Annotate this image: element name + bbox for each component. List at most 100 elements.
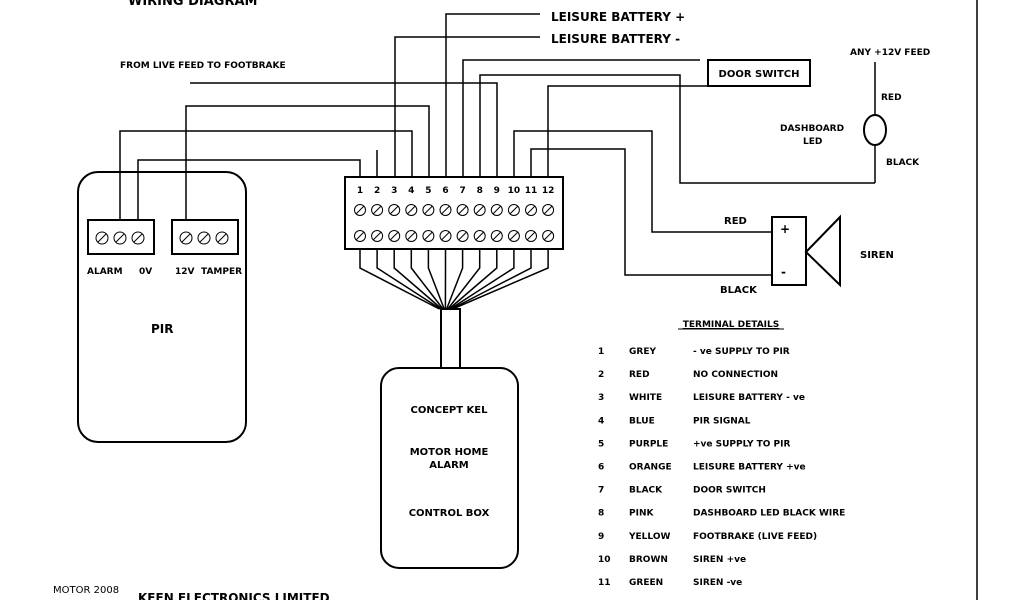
terminal-screw [422,204,435,216]
terminal-row-colour: PURPLE [629,439,668,449]
terminal-number: 9 [494,186,500,196]
control-box [380,367,519,569]
pir-12v-term-label: 12V [175,267,195,277]
terminal-row-desc: SIREN -ve [693,578,742,588]
cable-core [451,249,532,310]
terminal-screw [542,230,555,242]
terminal-screw [388,230,401,242]
dashboard-led-symbol [863,114,887,146]
terminal-row-desc: PIR SIGNAL [693,416,751,426]
terminal-row-num: 4 [598,416,604,426]
terminal-row-colour: BLACK [629,486,663,496]
terminal-row-num: 9 [598,532,604,542]
leisure-battery-neg-label: LEISURE BATTERY - [551,32,680,46]
dashboard-label: DASHBOARD [780,124,844,134]
door-switch-box [707,59,811,87]
pir-0v-term-label: 0V [139,267,152,277]
terminal-row-num: 7 [598,486,604,496]
terminal-screw [490,230,503,242]
terminal-details-heading: TERMINAL DETAILS [683,320,779,330]
pir-unit [77,171,247,443]
terminal-screw [507,204,520,216]
terminal-row-desc: - ve SUPPLY TO PIR [693,347,790,357]
cable-core [447,249,481,310]
terminal-screw [388,204,401,216]
terminal-number: 1 [357,186,363,196]
pir-label: PIR [151,322,174,336]
cable-sheath [440,308,461,374]
siren-label: SIREN [860,250,894,261]
siren-terminal-box [771,216,807,286]
pir-terminal-block-left [87,219,155,255]
control-box-line4: CONTROL BOX [409,508,490,519]
door-switch-label: DOOR SWITCH [719,69,800,80]
terminal-screw [422,230,435,242]
terminal-number: 3 [391,186,397,196]
cable-core [427,249,445,310]
terminal-screw [525,204,537,216]
cable-core [376,249,442,310]
control-box-line3: ALARM [429,460,469,471]
terminal-row-colour: WHITE [629,393,662,403]
terminal-screw [405,230,418,242]
terminal-row-num: 11 [598,578,611,588]
terminal-number: 11 [525,186,538,196]
wiring-runs [119,13,875,276]
led-black-label: BLACK [886,158,920,168]
terminal-number: 8 [477,186,483,196]
terminal-screw [473,204,486,216]
terminal-row-desc: DOOR SWITCH [693,486,766,496]
terminal-number: 2 [374,186,380,196]
cable-core [410,249,444,310]
siren-black-label: BLACK [720,285,758,296]
control-box-line2: MOTOR HOME [410,447,489,458]
terminal-screw [456,204,469,216]
terminal-row-colour: BROWN [629,555,668,565]
terminal-screw [525,230,537,242]
terminal-row-colour: RED [629,370,650,380]
pir-screws [95,231,229,245]
siren-plus-label: + [780,222,790,236]
terminal-row-num: 2 [598,370,604,380]
terminal-screw [439,230,452,242]
terminal-row-desc: DASHBOARD LED BLACK WIRE [693,509,845,519]
terminal-row-desc: NO CONNECTION [693,370,778,380]
siren-horn-symbol [804,214,841,288]
siren-red-label: RED [724,216,747,227]
cable-core [448,249,498,310]
terminal-row-colour: GREY [629,347,656,357]
terminal-row-colour: YELLOW [628,532,670,542]
terminal-screw [507,230,520,242]
terminal-screw [473,230,486,242]
terminal-screws [354,204,555,242]
terminal-row-num: 5 [598,439,604,449]
terminal-number: 7 [459,186,465,196]
any-12v-feed-label: ANY +12V FEED [850,48,930,58]
terminal-row-desc: FOOTBRAKE (LIVE FEED) [693,532,817,542]
terminal-number: 10 [508,186,521,196]
terminal-screw [542,204,555,216]
cable-core [452,249,549,310]
terminal-screw [456,230,469,242]
footer-company: KEEN ELECTRONICS LIMITED [138,591,330,600]
control-box-line1: CONCEPT KEL [411,405,489,416]
terminal-screw [490,204,503,216]
terminal-row-num: 10 [598,555,611,565]
terminal-row-desc: LEISURE BATTERY +ve [693,463,806,473]
terminal-screw [439,204,452,216]
pir-tamper-term-label: TAMPER [201,267,242,277]
terminal-screw [371,204,384,216]
cable-fan [359,249,549,310]
terminal-number: 12 [542,186,555,196]
terminal-screw [371,230,384,242]
pir-terminal-block-right [171,219,239,255]
leisure-battery-pos-label: LEISURE BATTERY + [551,10,685,24]
terminal-row-num: 8 [598,509,604,519]
footbrake-label: FROM LIVE FEED TO FOOTBRAKE [120,61,286,71]
cable-core [359,249,440,310]
terminal-screw [354,204,366,216]
terminal-row-num: 3 [598,393,604,403]
